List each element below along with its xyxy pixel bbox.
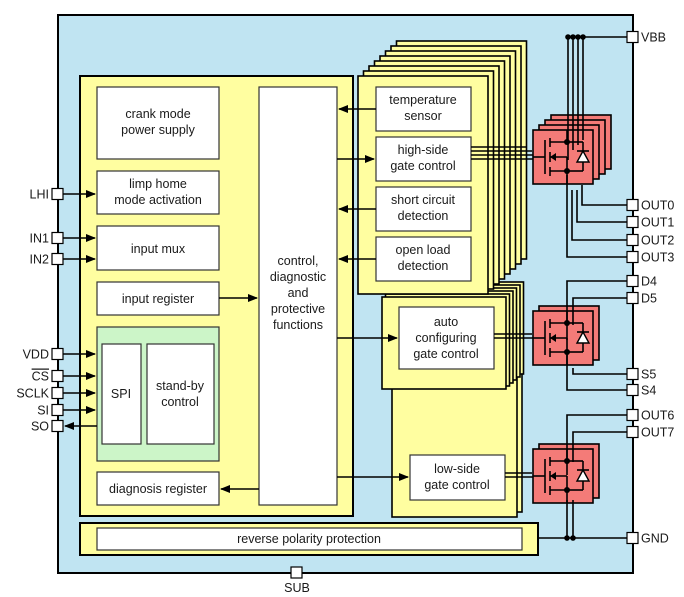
diode-icon bbox=[575, 468, 591, 482]
block-label: input register bbox=[122, 292, 194, 306]
pin-label: GND bbox=[641, 532, 669, 546]
auto-config-mosfet-array bbox=[532, 305, 600, 366]
pin-out6: OUT6 bbox=[626, 409, 674, 423]
pin-vbb: VBB bbox=[626, 31, 666, 45]
pin-in2: IN2 bbox=[30, 253, 96, 267]
pin-label: IN2 bbox=[30, 253, 50, 267]
diode-icon bbox=[575, 330, 591, 344]
pin-sub: SUB bbox=[284, 566, 310, 595]
pin-d5: D5 bbox=[626, 292, 657, 306]
low-side-mosfet-array bbox=[532, 443, 600, 504]
pin-label: SI bbox=[37, 404, 49, 418]
block-label: SPI bbox=[111, 387, 131, 401]
mosfet-arrow-icon bbox=[550, 334, 556, 342]
block-label: input mux bbox=[131, 242, 186, 256]
mosfet-arrow-icon bbox=[550, 153, 556, 161]
pin-out7: OUT7 bbox=[626, 426, 674, 440]
pin-si: SI bbox=[37, 404, 96, 418]
pin-label: D4 bbox=[641, 275, 657, 289]
pin-out0: OUT0 bbox=[626, 199, 674, 213]
diagnosis-register-block: diagnosis register bbox=[96, 471, 220, 506]
pin-label: OUT1 bbox=[641, 216, 674, 230]
pin-label: OUT6 bbox=[641, 409, 674, 423]
pin-cs: CS bbox=[32, 370, 96, 384]
signal-wires bbox=[219, 105, 545, 493]
input-register-block: input register bbox=[96, 281, 220, 316]
pin-out2: OUT2 bbox=[626, 234, 674, 248]
pin-out1: OUT1 bbox=[626, 216, 674, 230]
pin-label-sub: SUB bbox=[284, 581, 310, 595]
pin-label: VBB bbox=[641, 31, 666, 45]
pin-gnd: GND bbox=[626, 532, 669, 546]
pin-label: OUT2 bbox=[641, 234, 674, 248]
pin-in1: IN1 bbox=[30, 232, 96, 246]
pin-label: CS bbox=[32, 370, 49, 384]
pin-out3: OUT3 bbox=[626, 251, 674, 265]
pin-label: OUT3 bbox=[641, 251, 674, 265]
pin-label: IN1 bbox=[30, 232, 50, 246]
standby-control-block bbox=[146, 343, 215, 445]
diode-icon bbox=[575, 149, 591, 163]
pin-sclk: SCLK bbox=[16, 387, 96, 401]
mosfet-arrow-icon bbox=[550, 472, 556, 480]
pin-label: LHI bbox=[30, 188, 49, 202]
pin-label: OUT0 bbox=[641, 199, 674, 213]
pin-label: OUT7 bbox=[641, 426, 674, 440]
high-side-mosfet-array bbox=[532, 114, 612, 185]
pin-d4: D4 bbox=[626, 275, 657, 289]
pin-label: S4 bbox=[641, 384, 656, 398]
pin-s4: S4 bbox=[626, 384, 656, 398]
pin-so: SO bbox=[31, 420, 97, 434]
input-mux-block: input mux bbox=[96, 225, 220, 271]
power-wiring bbox=[538, 36, 627, 539]
pin-label: S5 bbox=[641, 368, 656, 382]
pin-label: SO bbox=[31, 420, 49, 434]
pin-label: VDD bbox=[23, 348, 49, 362]
block-label: diagnosis register bbox=[109, 482, 207, 496]
pin-lhi: LHI bbox=[30, 188, 96, 202]
pin-vdd: VDD bbox=[23, 348, 96, 362]
block-label: reverse polarity protection bbox=[237, 532, 381, 546]
pin-label: SCLK bbox=[16, 387, 49, 401]
pin-label: D5 bbox=[641, 292, 657, 306]
spi-block bbox=[101, 343, 142, 445]
reverse-polarity-block: reverse polarity protection bbox=[79, 522, 539, 556]
pin-s5: S5 bbox=[626, 368, 656, 382]
junction-dots bbox=[564, 34, 586, 541]
